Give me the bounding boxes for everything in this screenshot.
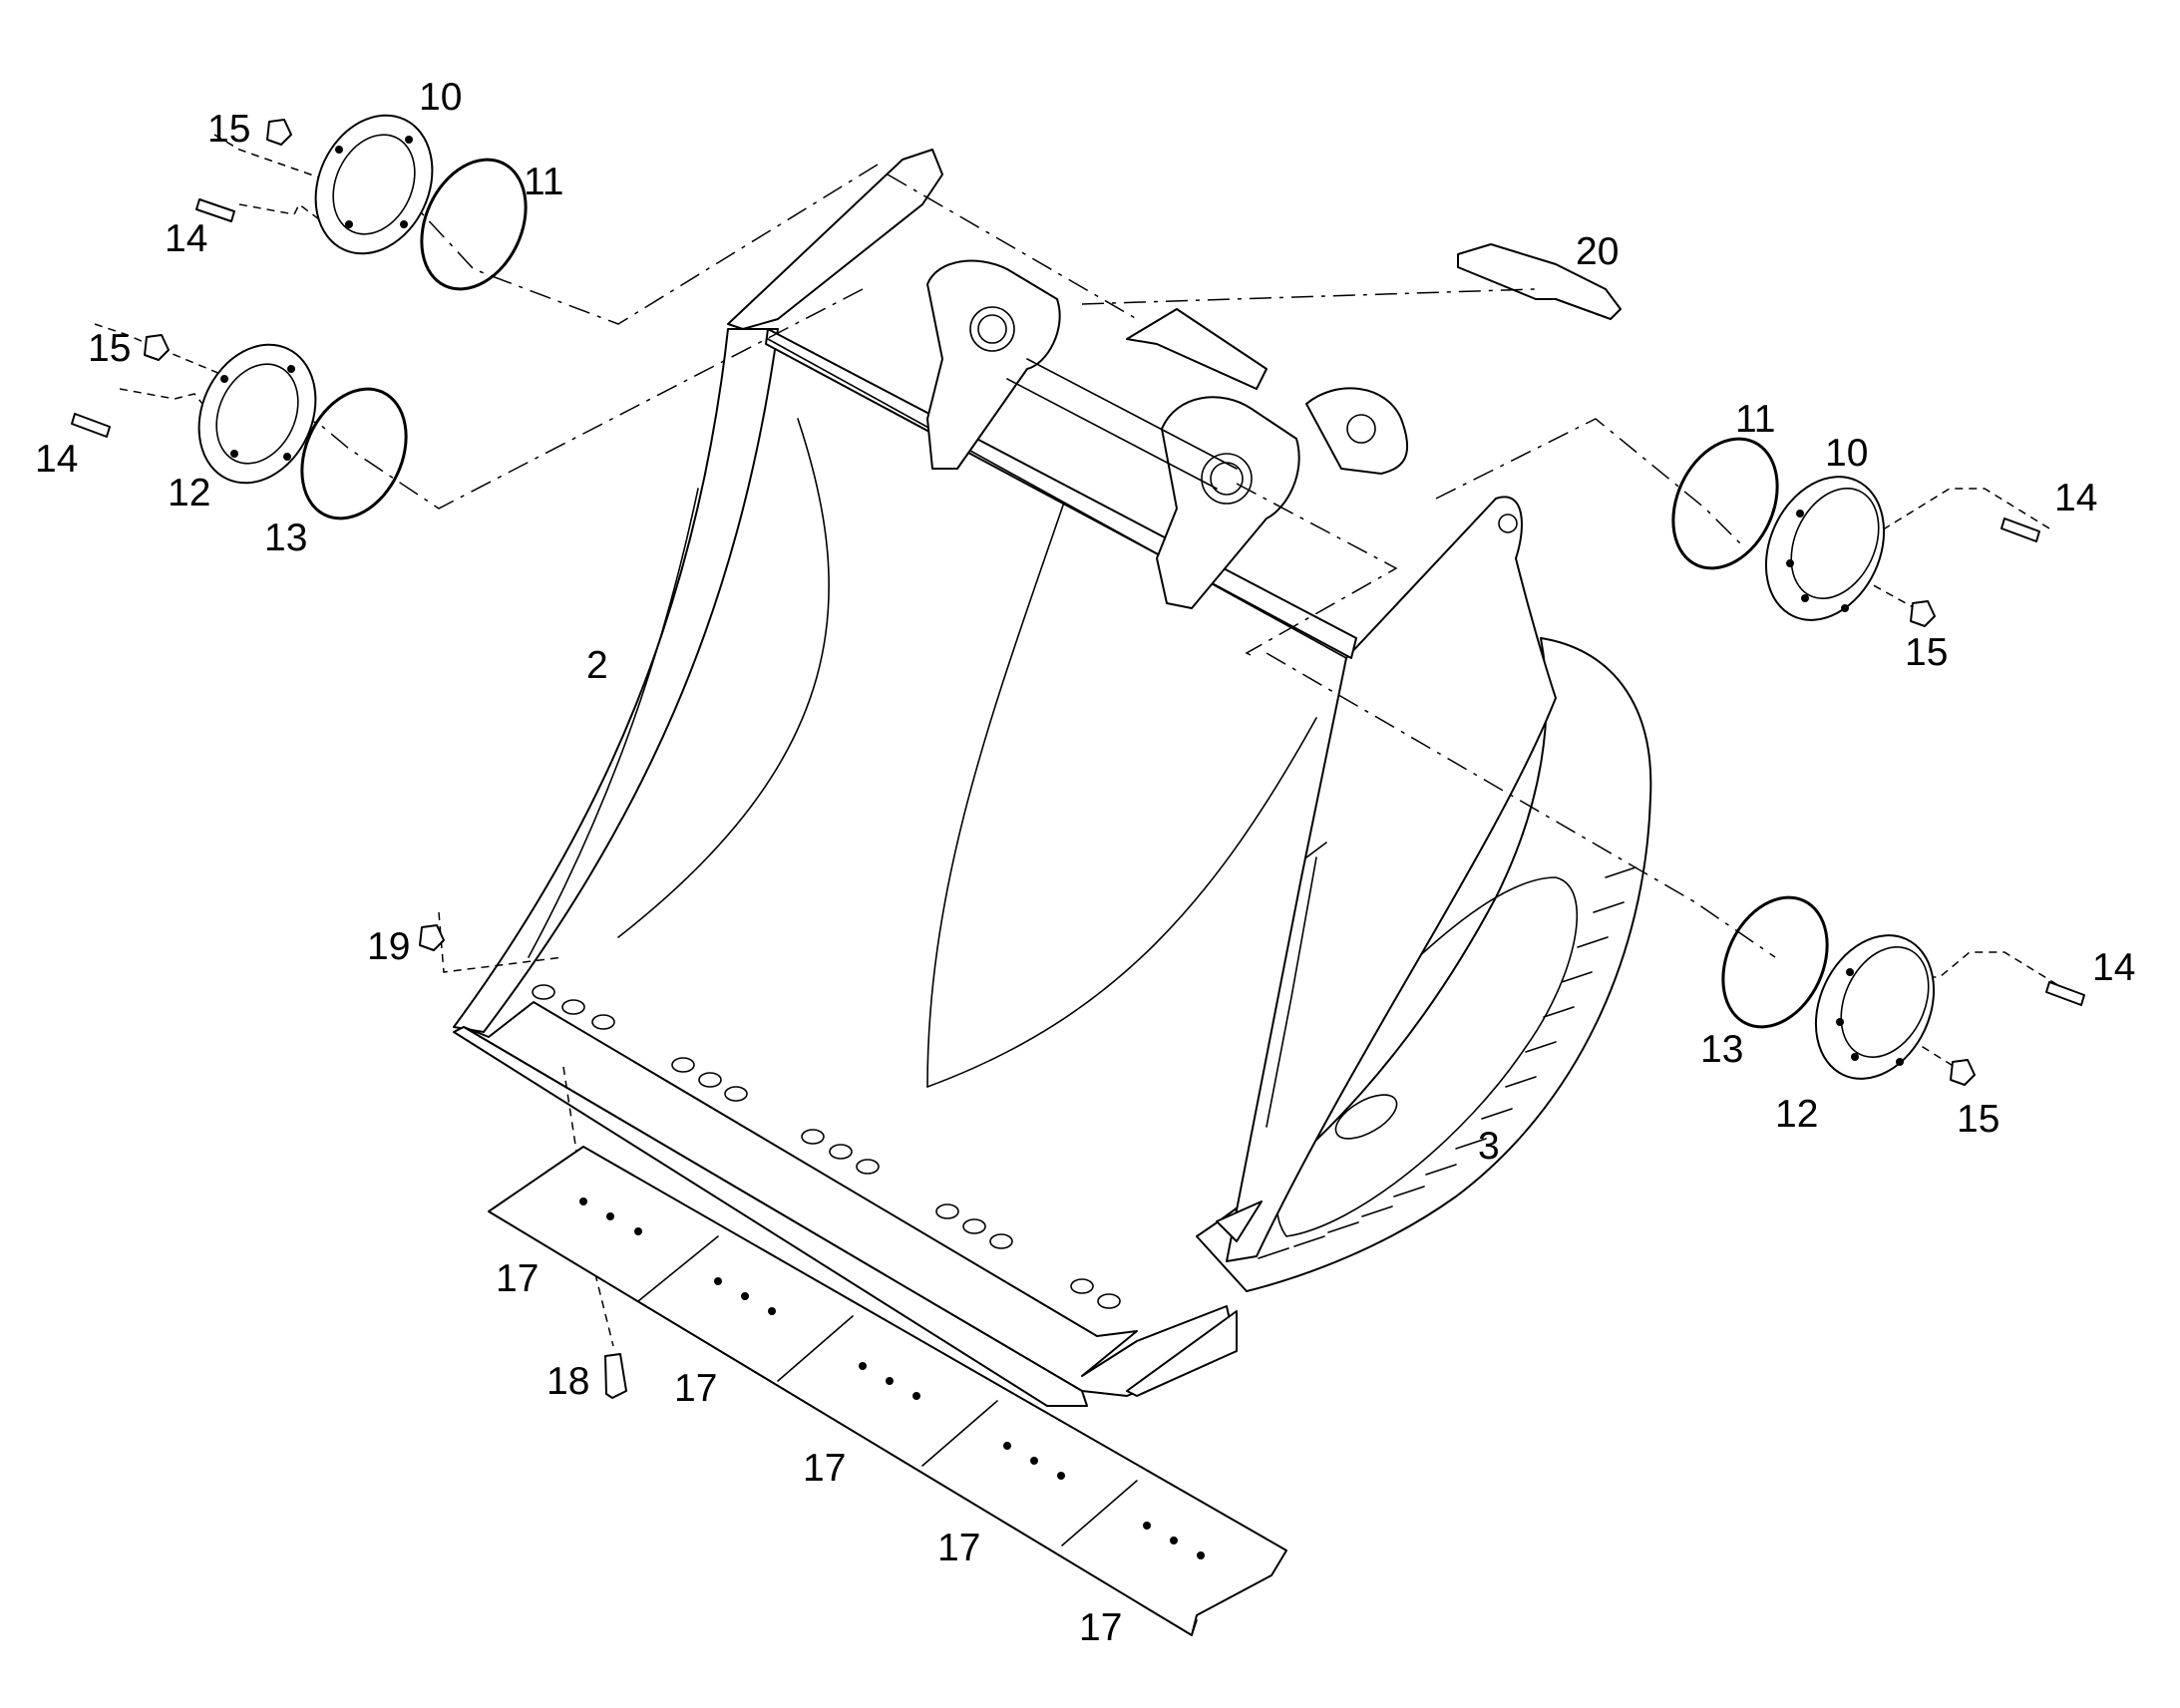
right-side-plate-edge [1266, 842, 1327, 1128]
callout-17-d: 17 [937, 1527, 980, 1569]
left-side-frame [727, 149, 943, 330]
bottom-right-hardware [1721, 895, 2085, 1086]
callout-20: 20 [1576, 230, 1619, 273]
left-bracket-bore [969, 306, 1015, 352]
base-plate [463, 1001, 1238, 1397]
left-bracket [926, 259, 1061, 470]
wear-strips [1258, 866, 1636, 1259]
right-bracket-bore [1201, 453, 1253, 505]
mid-left-hardware [71, 334, 408, 520]
callout-labels: 10 11 15 14 15 14 12 13 20 11 10 14 15 2… [35, 76, 2135, 1649]
callout-10-top-left: 10 [419, 76, 462, 119]
callout-11-top-left: 11 [524, 161, 564, 203]
callout-15-mid-left: 15 [88, 327, 131, 370]
nut-15-tl [266, 119, 292, 146]
o-ring-11-tr [1671, 437, 1779, 570]
leader-lines [94, 134, 2070, 1347]
cutting-edge-17 [488, 1146, 1287, 1636]
base-plate-front [453, 1026, 1088, 1407]
callout-3: 3 [1478, 1125, 1500, 1168]
o-ring-11-tl [420, 158, 528, 291]
base-plate-holes [532, 984, 1121, 1309]
bolt-14-br [2045, 981, 2085, 1006]
bracket-link [1126, 308, 1268, 390]
bolt-14-tl [195, 198, 235, 222]
callout-17-a: 17 [496, 1257, 539, 1300]
pin-brackets [926, 259, 1409, 609]
callout-11-top-right: 11 [1735, 398, 1776, 441]
callout-15-top-left: 15 [207, 108, 250, 151]
callout-10-top-right: 10 [1825, 432, 1868, 475]
o-ring-13-ml [300, 387, 408, 520]
callout-2: 2 [586, 644, 608, 687]
right-plate-hole [1498, 513, 1518, 533]
callout-14-top-left: 14 [165, 217, 207, 260]
callout-14-mid-left: 14 [35, 438, 78, 481]
nut-15-br [1950, 1059, 1976, 1086]
callout-13-mid-left: 13 [264, 516, 307, 559]
top-beam-lip [767, 338, 1347, 659]
bucket-shell-right [1196, 637, 1652, 1292]
shell-oval-hole [1334, 1094, 1398, 1140]
callout-13-bottom-right: 13 [1700, 1028, 1743, 1071]
callout-12-mid-left: 12 [168, 472, 210, 514]
bucket-back-curve [617, 418, 830, 938]
callout-17-b: 17 [674, 1367, 717, 1410]
callout-14-bottom-right: 14 [2092, 946, 2135, 989]
top-left-hardware [195, 114, 528, 291]
o-ring-13-br [1721, 895, 1829, 1029]
cover-10-tl [314, 114, 434, 255]
cover-plate-20 [1457, 243, 1622, 320]
pin-tube [1006, 358, 1238, 490]
right-corner-plate [1126, 1310, 1238, 1397]
callout-19: 19 [367, 925, 410, 968]
callout-15-bottom-right: 15 [1957, 1098, 1999, 1141]
bucket-floor-curve-2 [926, 717, 1317, 1088]
callout-12-bottom-right: 12 [1775, 1093, 1818, 1136]
nut-15-tr [1910, 600, 1936, 627]
bolt-14-tr [2000, 517, 2040, 542]
nut-19 [419, 924, 445, 951]
bucket-floor-curve [926, 493, 1068, 1088]
callout-14-top-right: 14 [2054, 477, 2097, 519]
callout-18: 18 [546, 1360, 589, 1403]
bolt-14-ml [71, 413, 111, 438]
top-right-hardware [1671, 437, 2040, 627]
callout-17-c: 17 [803, 1447, 846, 1490]
cover-12-br [1814, 934, 1936, 1080]
nut-15-ml [144, 334, 170, 361]
left-side-plate-inner [528, 488, 699, 958]
gusset-triangle [1216, 1200, 1263, 1242]
callout-15-top-right: 15 [1905, 631, 1948, 674]
cutting-edge-holes [579, 1197, 1205, 1559]
left-side-plate-2 [453, 328, 779, 1033]
cover-10-tr [1764, 476, 1886, 621]
right-side-plate [1226, 496, 1557, 1262]
bolt-18 [604, 1353, 627, 1399]
callout-17-e: 17 [1079, 1606, 1122, 1649]
